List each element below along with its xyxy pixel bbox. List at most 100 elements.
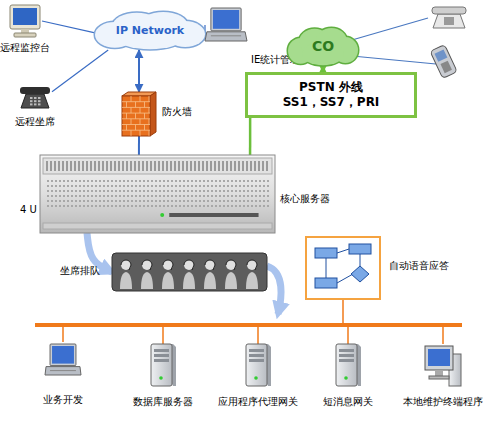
phone-icon bbox=[21, 94, 49, 108]
server-tower: 数据库服务器 bbox=[150, 344, 176, 386]
server-icon bbox=[90, 161, 92, 171]
server-icon bbox=[171, 205, 173, 207]
server-icon bbox=[75, 185, 77, 187]
server-icon bbox=[79, 180, 81, 182]
server-icon bbox=[151, 185, 153, 187]
server-icon bbox=[174, 161, 176, 171]
server-icon bbox=[134, 161, 136, 171]
server-icon bbox=[202, 161, 204, 171]
server-icon bbox=[239, 195, 241, 197]
monitor-icon bbox=[14, 33, 36, 37]
server-icon bbox=[106, 161, 108, 171]
server-icon bbox=[215, 200, 217, 202]
server-icon bbox=[83, 200, 85, 202]
tower-icon bbox=[339, 354, 354, 357]
server-icon bbox=[239, 190, 241, 192]
server-icon bbox=[143, 190, 145, 192]
phone-icon bbox=[30, 103, 33, 105]
server-icon bbox=[154, 161, 156, 171]
server-icon bbox=[55, 180, 57, 182]
server-icon bbox=[215, 190, 217, 192]
server-icon bbox=[107, 195, 109, 197]
console-icon: 远程监控台 bbox=[8, 4, 42, 38]
server-icon bbox=[159, 180, 161, 182]
server-icon bbox=[138, 161, 140, 171]
server-icon bbox=[163, 200, 165, 202]
desktop-icon: 本地维护终端程序 bbox=[425, 344, 461, 386]
server-icon bbox=[83, 190, 85, 192]
server-icon bbox=[87, 185, 89, 187]
server-icon bbox=[182, 161, 184, 171]
node-label: 核心服务器 bbox=[280, 193, 330, 206]
tower-icon bbox=[154, 349, 169, 352]
desktop-icon bbox=[425, 344, 461, 386]
node-label: 本地维护终端程序 bbox=[403, 396, 483, 409]
server-icon bbox=[110, 161, 112, 171]
agents-icon bbox=[247, 260, 257, 270]
firewall-icon bbox=[144, 113, 145, 119]
server-icon bbox=[219, 190, 221, 192]
server-icon bbox=[167, 195, 169, 197]
server-icon bbox=[251, 200, 253, 202]
server-icon bbox=[99, 180, 101, 182]
desktop-icon bbox=[425, 346, 453, 370]
server-icon bbox=[86, 161, 88, 171]
firewall-icon bbox=[126, 113, 127, 119]
laptop-icon bbox=[50, 344, 76, 366]
server-icon bbox=[163, 180, 165, 182]
agents-icon bbox=[141, 272, 153, 289]
server-icon bbox=[91, 180, 93, 182]
server-icon bbox=[215, 180, 217, 182]
server-icon bbox=[210, 161, 212, 171]
server-icon bbox=[187, 205, 189, 207]
ivr-icon bbox=[315, 248, 337, 258]
server-icon bbox=[103, 190, 105, 192]
server-icon bbox=[131, 185, 133, 187]
firewall-icon bbox=[149, 107, 150, 113]
server-icon bbox=[163, 190, 165, 192]
node-label: 坐席排队 bbox=[60, 265, 100, 278]
server-icon bbox=[191, 180, 193, 182]
tower-icon bbox=[249, 349, 264, 352]
server-icon bbox=[143, 180, 145, 182]
node-label: 应用程序代理网关 bbox=[218, 396, 298, 409]
server-icon bbox=[231, 195, 233, 197]
server-icon bbox=[131, 180, 133, 182]
server-tower bbox=[150, 344, 176, 386]
server-icon bbox=[170, 161, 172, 171]
tower-icon bbox=[249, 359, 264, 362]
server-icon bbox=[255, 200, 257, 202]
server-icon bbox=[55, 195, 57, 197]
server-icon bbox=[219, 185, 221, 187]
server-icon bbox=[223, 185, 225, 187]
server-icon bbox=[47, 185, 49, 187]
server-icon bbox=[203, 205, 205, 207]
laptop-icon bbox=[205, 6, 247, 44]
firewall-icon bbox=[140, 107, 141, 113]
server-icon bbox=[99, 185, 101, 187]
server-icon bbox=[46, 161, 48, 171]
server-icon bbox=[218, 161, 220, 171]
server-icon bbox=[247, 180, 249, 182]
server-icon bbox=[91, 190, 93, 192]
server-icon bbox=[190, 161, 192, 171]
server-icon bbox=[47, 180, 49, 182]
server-icon bbox=[195, 190, 197, 192]
server-icon bbox=[151, 200, 153, 202]
tower-icon bbox=[151, 344, 172, 386]
server-icon bbox=[235, 205, 237, 207]
server-icon bbox=[91, 185, 93, 187]
server-icon bbox=[259, 185, 261, 187]
mobile-phone bbox=[440, 61, 451, 73]
server-icon bbox=[151, 190, 153, 192]
node-label: 防火墙 bbox=[162, 106, 192, 119]
server-icon bbox=[207, 205, 209, 207]
firewall-icon bbox=[131, 119, 132, 125]
server-icon bbox=[219, 180, 221, 182]
server-icon bbox=[195, 205, 197, 207]
agents-icon bbox=[184, 260, 194, 270]
server-icon bbox=[211, 190, 213, 192]
agent-queue: 坐席排队 bbox=[112, 253, 267, 291]
server-icon bbox=[203, 190, 205, 192]
server-icon bbox=[251, 185, 253, 187]
